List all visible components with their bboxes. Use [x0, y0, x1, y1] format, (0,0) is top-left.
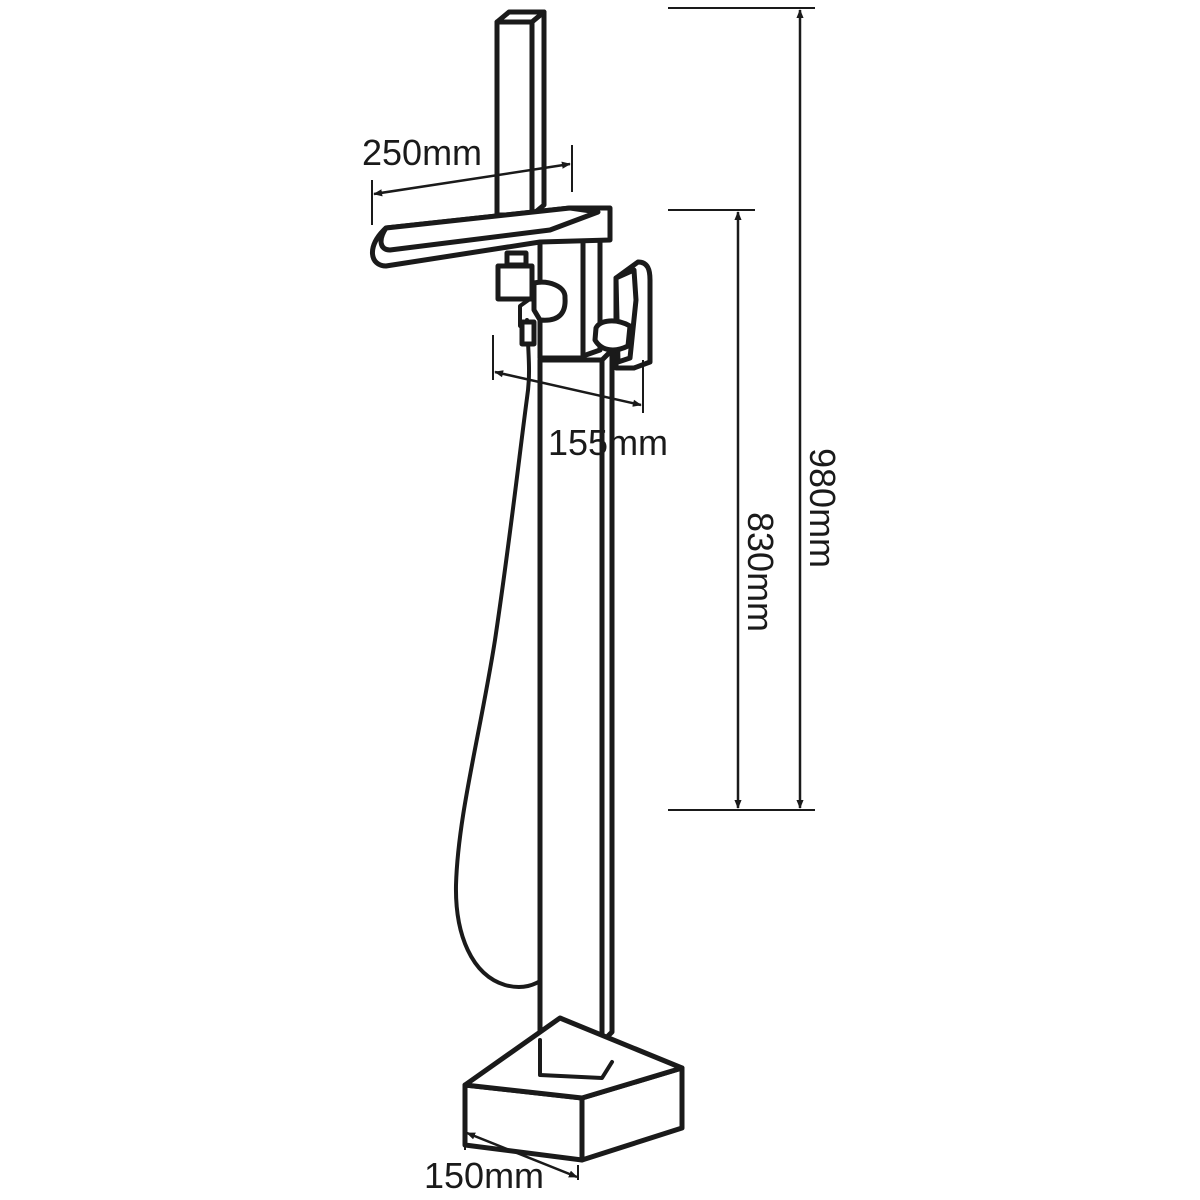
floor-base [462, 1015, 685, 1163]
shower-holder-rod [494, 9, 547, 218]
base-width-dimension [464, 1100, 579, 1180]
diverter-connector [495, 250, 568, 347]
body-depth-dimension [492, 335, 644, 413]
base-width-label: 150mm [424, 1155, 544, 1196]
shower-hose [453, 318, 547, 989]
waterfall-spout [370, 205, 613, 269]
faucet-column [537, 347, 615, 1045]
total-height-dimension [668, 7, 815, 811]
spout-length-dimension [371, 145, 573, 225]
spout-height-label: 830mm [740, 512, 781, 632]
total-height-label: 980mm [802, 448, 843, 568]
control-lever [592, 259, 653, 371]
faucet-drawing [370, 9, 685, 1163]
spout-height-dimension [668, 209, 755, 809]
spout-length-label: 250mm [362, 132, 482, 173]
body-depth-label: 155mm [548, 422, 668, 463]
valve-body [537, 229, 603, 361]
